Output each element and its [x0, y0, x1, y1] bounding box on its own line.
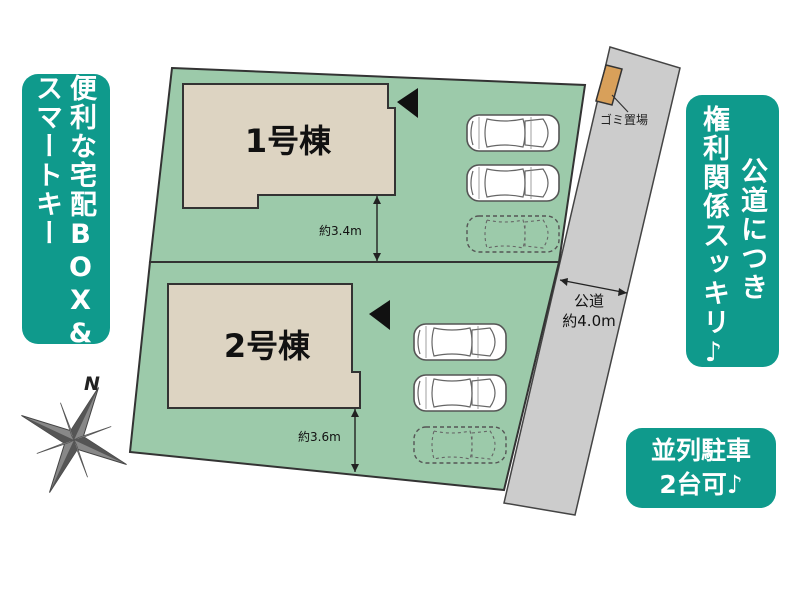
road-width-label: 約4.0m [562, 312, 615, 330]
badge-left-line-1: 便利な宅配BOX& [65, 74, 96, 351]
setback-dimension-1 [373, 196, 381, 261]
setback-dimension-2 [351, 409, 359, 472]
feature-badge-public-road: 権利関係スッキリ♪ 公道につき [686, 95, 779, 370]
badge-left-line-2: スマートキー [31, 74, 62, 248]
compass-north-label: N [84, 373, 100, 395]
house-1-label: 1号棟 [245, 122, 332, 160]
entrance-marker-1 [397, 88, 418, 118]
setback-label-1: 約3.4m [319, 223, 362, 238]
garbage-leader [611, 94, 629, 113]
feature-badge-delivery-box: 便利な宅配BOX& スマートキー [22, 74, 110, 351]
parking-car [413, 374, 507, 412]
badge-bottom-line-1: 並列駐車 [650, 436, 751, 465]
setback-label-2: 約3.6m [298, 429, 341, 444]
badge-right-line-2: 公道につき [736, 157, 767, 302]
garbage-area [595, 64, 623, 106]
public-road [503, 46, 681, 516]
parking-car [413, 323, 507, 361]
house-2-label: 2号棟 [224, 327, 311, 365]
badge-right-line-1: 権利関係スッキリ♪ [698, 105, 729, 370]
road-label: 公道 [574, 292, 604, 310]
road-width-dimension [559, 278, 628, 296]
parking-car [466, 114, 560, 152]
badge-bottom-line-2: 2台可♪ [659, 470, 743, 499]
house-1 [182, 83, 396, 209]
parking-car [466, 164, 560, 202]
house-2 [167, 283, 361, 409]
feature-badge-parking: 並列駐車 2台可♪ [626, 428, 776, 508]
entrance-marker-2 [369, 300, 390, 330]
garbage-label: ゴミ置場 [600, 112, 648, 127]
compass-rose-icon [21, 387, 127, 493]
